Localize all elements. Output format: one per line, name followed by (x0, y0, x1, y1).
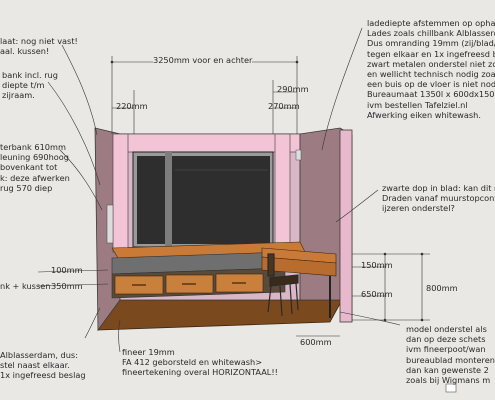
note-top-right: ladediepte afstemmen op opha Lades zoals… (367, 18, 495, 120)
dim-bench-height: 350mm (51, 281, 83, 291)
dim-desk-depth: 600mm (300, 337, 332, 347)
corner-marker-icon (445, 383, 457, 393)
dim-right-top-1: 290mm (277, 84, 309, 94)
floor (97, 299, 343, 331)
note-top-left: laat: nog niet vast! aal. kussen! (0, 36, 78, 57)
chair (267, 253, 299, 317)
chair-seat (269, 274, 299, 287)
wall-socket-icon (106, 204, 114, 244)
note-bottom-mid: fineer 19mm FA 412 geborsteld en whitewa… (122, 347, 278, 378)
dimension-lines (37, 27, 430, 353)
note-right-mid: zwarte dop in blad: kan dit m Draden van… (382, 183, 495, 214)
dim-right-top-2: 270mm (268, 101, 300, 111)
right-wall-edge (339, 129, 353, 323)
note-left-mid2: terbank 610mm leuning 690hoog bovenkant … (0, 142, 70, 193)
dimension-ticks (110, 60, 424, 322)
note-bottom-left: Alblasserdam, dus: stel naast elkaar. 1x… (0, 350, 86, 381)
chair-back (267, 253, 275, 277)
right-socket-icon (295, 149, 302, 161)
dim-width-total: 3250mm voor en achter (153, 55, 253, 65)
desk-front (261, 256, 337, 277)
window-pane-left (137, 156, 165, 244)
room-model (94, 127, 353, 332)
note-left-mid1: bank incl. rug diepte t/m zijraam. (2, 70, 58, 101)
window-bench (111, 241, 306, 299)
note-left-bank: nk + kussen (0, 281, 51, 291)
window-mullion (165, 152, 172, 247)
window-pane-right (172, 156, 270, 244)
left-wall-pillar (112, 133, 129, 253)
dim-left-top: 220mm (116, 101, 148, 111)
right-wall-pillar (274, 133, 291, 247)
dim-desk-leg: 650mm (361, 289, 393, 299)
dim-desk-thickness: 150mm (361, 260, 393, 270)
dim-desk-height: 800mm (426, 283, 458, 293)
back-wall-frame (119, 133, 301, 153)
note-bottom-right: model onderstel als dan op deze schets i… (406, 324, 495, 386)
dim-bench-depth: 100mm (51, 265, 83, 275)
desk (261, 247, 337, 318)
